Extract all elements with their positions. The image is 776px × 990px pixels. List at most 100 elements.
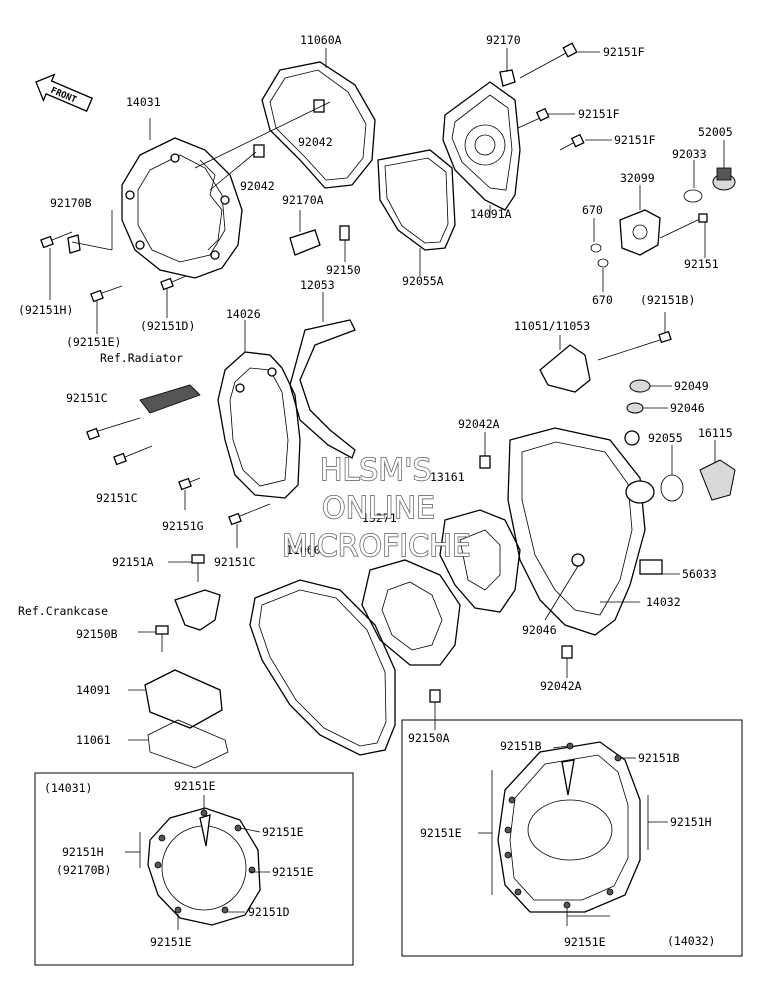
inset-right-label-4: 92151H bbox=[670, 815, 712, 829]
inset-right-label-5: 92151E bbox=[564, 935, 606, 949]
inset-right-label-1: 92151B bbox=[500, 739, 542, 753]
dowel-92042A-a bbox=[479, 455, 491, 469]
cover-14091 bbox=[144, 669, 223, 729]
bearing-92046 bbox=[626, 402, 644, 414]
dowel-92042A-b bbox=[561, 645, 573, 659]
label-92151C-2: 92151C bbox=[96, 491, 138, 505]
label-13161: 13161 bbox=[430, 470, 465, 484]
label-11060A: 11060A bbox=[300, 33, 342, 47]
label-11061: 11061 bbox=[76, 733, 111, 747]
label-92151E: (92151E) bbox=[66, 335, 121, 349]
bracket-11051 bbox=[539, 344, 591, 393]
label-11051-11053: 11051/11053 bbox=[514, 319, 590, 333]
bolt-92150A bbox=[429, 689, 441, 703]
inset-left-label-6: 92151D bbox=[248, 905, 290, 919]
bolt-92151F-group bbox=[517, 42, 585, 151]
label-92170B: 92170B bbox=[50, 196, 92, 210]
label-670-a: 670 bbox=[582, 203, 603, 217]
oring-92055 bbox=[660, 474, 684, 502]
inset-right-title: (14032) bbox=[667, 934, 715, 948]
label-92151C-3: 92151C bbox=[214, 555, 256, 569]
inset-left-label-2: 92151E bbox=[262, 825, 304, 839]
label-ref-radiator: Ref.Radiator bbox=[100, 351, 183, 365]
label-92170A: 92170A bbox=[282, 193, 324, 207]
right-engine-cover-14032 bbox=[507, 427, 655, 636]
label-92151B: (92151B) bbox=[640, 293, 695, 307]
label-ref-crankcase: Ref.Crankcase bbox=[18, 604, 108, 618]
label-92042A-2: 92042A bbox=[540, 679, 582, 693]
label-92150: 92150 bbox=[326, 263, 361, 277]
left-engine-cover-14031 bbox=[121, 137, 243, 279]
gasket-92055A bbox=[377, 149, 456, 251]
label-92042-a: 92042 bbox=[298, 135, 333, 149]
plate-13271 bbox=[361, 559, 461, 666]
label-92151C-1: 92151C bbox=[66, 391, 108, 405]
label-92046-a: 92046 bbox=[670, 401, 705, 415]
pump-32099 bbox=[619, 209, 661, 256]
inset-right-label-3: 92151E bbox=[420, 826, 462, 840]
plate-56033 bbox=[639, 559, 663, 575]
label-92042A-1: 92042A bbox=[458, 417, 500, 431]
gasket-11060A bbox=[261, 61, 376, 189]
label-13271: 13271 bbox=[362, 511, 397, 525]
label-92151F-1: 92151F bbox=[603, 45, 645, 59]
label-92042-b: 92042 bbox=[240, 179, 275, 193]
bolt-92151A bbox=[191, 554, 205, 582]
label-14091A: 14091A bbox=[470, 207, 512, 221]
inset-right-label-2: 92151B bbox=[638, 751, 680, 765]
label-32099: 32099 bbox=[620, 171, 655, 185]
label-92033: 92033 bbox=[672, 147, 707, 161]
label-14026: 14026 bbox=[226, 307, 261, 321]
label-92151F-2: 92151F bbox=[578, 107, 620, 121]
radiator-bracket bbox=[139, 384, 201, 414]
watermark-line-1: HLSM'S bbox=[320, 453, 432, 488]
inset-left-label-1: 92151E bbox=[174, 779, 216, 793]
cap-16115 bbox=[699, 459, 736, 501]
label-92055A: 92055A bbox=[402, 274, 444, 288]
label-52005: 52005 bbox=[698, 125, 733, 139]
gasket-11061 bbox=[147, 719, 229, 769]
circlip-92033 bbox=[683, 189, 703, 203]
bolt-92151 bbox=[659, 217, 703, 239]
label-92150A: 92150A bbox=[408, 731, 450, 745]
oring-670-a bbox=[590, 243, 602, 253]
watermark-line-3: MICROFICHE bbox=[282, 529, 471, 564]
plate-13161 bbox=[439, 509, 521, 613]
inset-left-label-7: 92151E bbox=[150, 935, 192, 949]
label-14031: 14031 bbox=[126, 95, 161, 109]
bolts-left-group bbox=[40, 231, 187, 303]
bolt-92150 bbox=[339, 225, 350, 241]
inset-left-14031: (14031) 92151E 92151E 92151H (92170B) 92… bbox=[34, 772, 354, 966]
inset-left-label-5: 92151E bbox=[272, 865, 314, 879]
inset-left-label-4: (92170B) bbox=[56, 863, 111, 877]
dowel-92042-b bbox=[253, 144, 265, 158]
gasket-11060 bbox=[249, 579, 396, 756]
clamp-92170 bbox=[499, 69, 516, 87]
guide-12053 bbox=[289, 319, 356, 459]
label-14032: 14032 bbox=[646, 595, 681, 609]
label-14091: 14091 bbox=[76, 683, 111, 697]
leader-lines bbox=[49, 48, 725, 741]
label-16115: 16115 bbox=[698, 426, 733, 440]
seal-92049 bbox=[629, 379, 651, 393]
clamp-92170B bbox=[67, 234, 81, 254]
label-92151F-3: 92151F bbox=[614, 133, 656, 147]
watermark-line-2: ONLINE bbox=[322, 491, 435, 526]
label-11060: 11060 bbox=[286, 543, 321, 557]
clamp-92170A bbox=[289, 229, 321, 256]
label-670-b: 670 bbox=[592, 293, 613, 307]
label-92151D: (92151D) bbox=[140, 319, 195, 333]
label-92151A: 92151A bbox=[112, 555, 154, 569]
cover-14091A bbox=[442, 81, 521, 211]
label-92151G: 92151G bbox=[162, 519, 204, 533]
label-92150B: 92150B bbox=[76, 627, 118, 641]
label-92055: 92055 bbox=[648, 431, 683, 445]
label-92151: 92151 bbox=[684, 257, 719, 271]
label-92170: 92170 bbox=[486, 33, 521, 47]
label-92046-b: 92046 bbox=[522, 623, 557, 637]
label-56033: 56033 bbox=[682, 567, 717, 581]
bolt-92150B bbox=[155, 625, 169, 652]
label-92049: 92049 bbox=[674, 379, 709, 393]
label-12053: 12053 bbox=[300, 278, 335, 292]
